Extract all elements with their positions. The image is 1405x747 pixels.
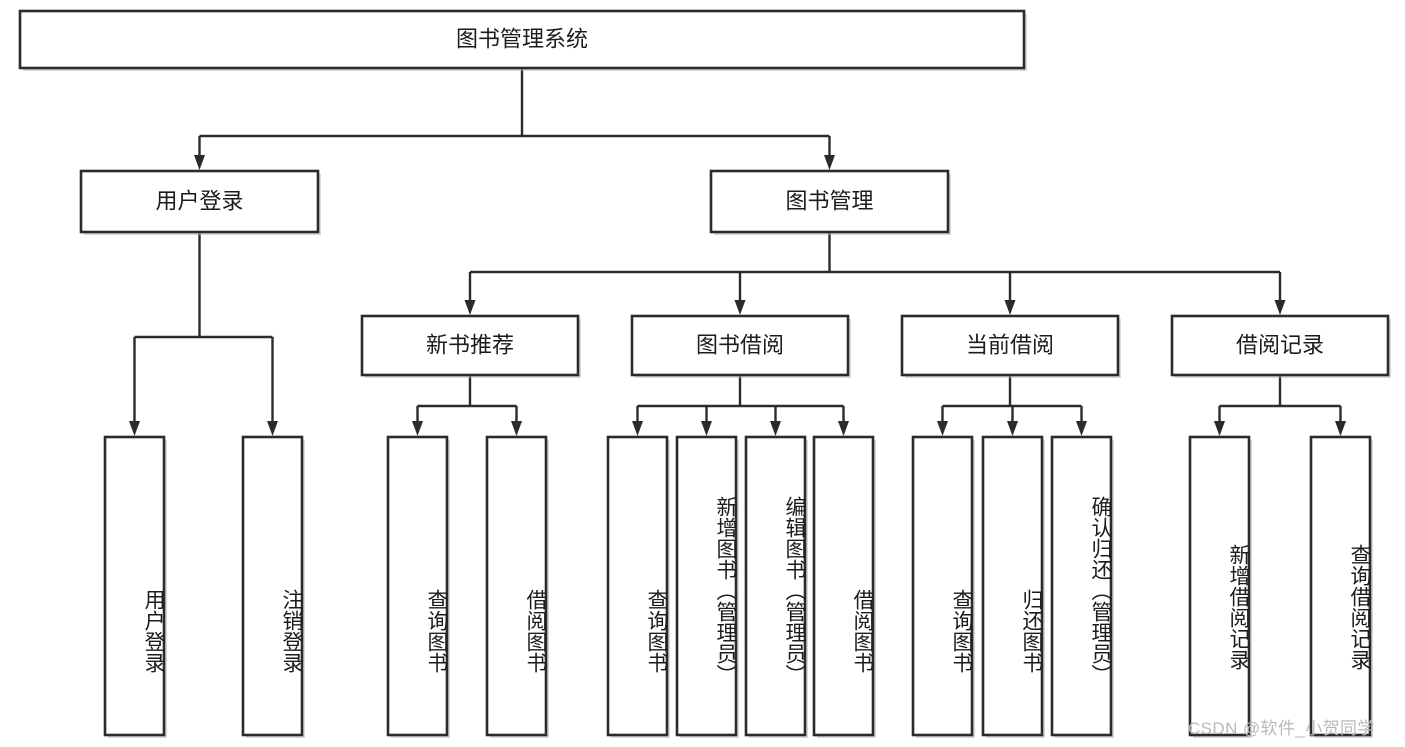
edge-arrowhead <box>1335 421 1346 436</box>
node-leaf-query-book-1[interactable] <box>386 435 450 738</box>
edge-arrowhead <box>412 421 423 436</box>
node-box <box>103 435 166 737</box>
node-box <box>911 435 974 737</box>
edge-arrowhead <box>701 421 712 436</box>
edge-group-bookmgmt <box>464 232 1286 315</box>
node-label: 图书管理 <box>785 188 873 213</box>
edge-arrowhead <box>824 155 835 170</box>
edge-group-records <box>1214 375 1346 436</box>
node-box <box>1050 435 1113 737</box>
node-box <box>386 435 449 737</box>
edge-arrowhead <box>267 421 278 436</box>
node-leaf-add-book[interactable] <box>675 435 739 738</box>
node-leaf-query-book-2[interactable] <box>606 435 670 738</box>
node-leaf-user-login[interactable] <box>103 435 167 738</box>
edge-arrowhead <box>511 421 522 436</box>
node-bookmgmt[interactable] <box>709 169 951 235</box>
node-label: 借阅记录 <box>1236 332 1324 357</box>
csdn-watermark: CSDN @软件_小贺同学 <box>1188 719 1375 738</box>
edge-arrowhead <box>937 421 948 436</box>
node-root[interactable] <box>18 9 1027 71</box>
edge-group-current <box>937 375 1087 436</box>
node-box <box>606 435 669 737</box>
edge-arrowhead <box>734 300 746 315</box>
node-box <box>485 435 548 737</box>
node-label: 图书管理系统 <box>456 26 588 51</box>
node-box <box>18 9 1026 70</box>
node-leaf-borrow-book-1[interactable] <box>485 435 549 738</box>
node-label: 当前借阅 <box>966 332 1054 357</box>
node-box <box>709 169 950 234</box>
node-label: 图书借阅 <box>696 332 784 357</box>
edge-arrowhead <box>838 421 849 436</box>
node-box <box>241 435 304 737</box>
node-box <box>744 435 807 737</box>
edge-group-borrow <box>632 375 849 436</box>
node-box <box>630 314 850 377</box>
edge-arrowhead <box>129 421 140 436</box>
node-box <box>675 435 738 737</box>
edge-arrowhead <box>632 421 643 436</box>
node-label: 新书推荐 <box>426 332 514 357</box>
node-leaf-add-record[interactable] <box>1188 435 1252 738</box>
node-box <box>1188 435 1251 737</box>
edge-group-root <box>194 68 835 170</box>
node-leaf-logout[interactable] <box>241 435 305 738</box>
edge-group-newbook <box>412 375 522 436</box>
node-records[interactable] <box>1170 314 1391 378</box>
node-leaf-return-book[interactable] <box>981 435 1045 738</box>
edge-arrowhead <box>1004 300 1016 315</box>
edge-arrowhead <box>1007 421 1018 436</box>
edge-arrowhead <box>1076 421 1087 436</box>
node-leaf-confirm-return[interactable] <box>1050 435 1114 738</box>
edge-arrowhead <box>1214 421 1225 436</box>
node-box <box>79 169 320 234</box>
node-leaf-query-record[interactable] <box>1309 435 1373 738</box>
node-leaf-query-book-3[interactable] <box>911 435 975 738</box>
node-leaf-edit-book[interactable] <box>744 435 808 738</box>
node-box <box>360 314 580 377</box>
node-box <box>981 435 1044 737</box>
edge-arrowhead <box>770 421 781 436</box>
node-newbook[interactable] <box>360 314 581 378</box>
edge-group-login <box>129 232 278 436</box>
node-current[interactable] <box>900 314 1121 378</box>
edge-arrowhead <box>194 155 205 170</box>
node-box <box>812 435 875 737</box>
node-box <box>900 314 1120 377</box>
edge-arrowhead <box>1274 300 1286 315</box>
node-box <box>1309 435 1372 737</box>
node-leaf-borrow-book-2[interactable] <box>812 435 876 738</box>
node-login[interactable] <box>79 169 321 235</box>
node-box <box>1170 314 1390 377</box>
edge-arrowhead <box>464 300 476 315</box>
node-label: 用户登录 <box>155 188 243 213</box>
node-borrow[interactable] <box>630 314 851 378</box>
